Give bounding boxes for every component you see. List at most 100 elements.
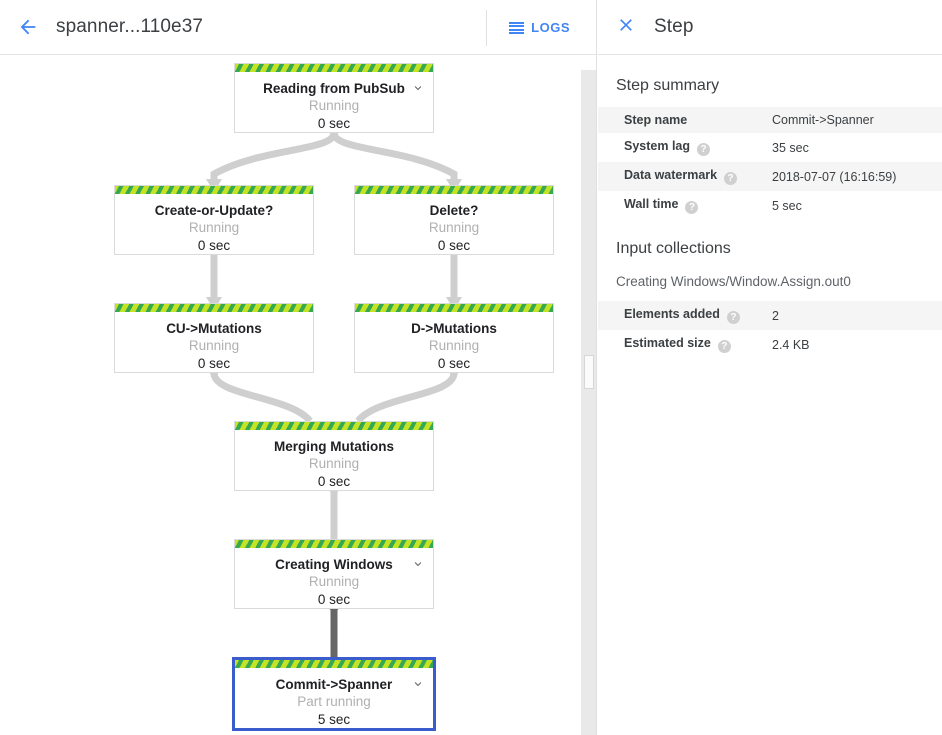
- step-details-pane: Step Step summary Step name Commit->Spann…: [598, 0, 942, 735]
- table-key-label: Step name: [624, 113, 688, 127]
- graph-edges: [206, 127, 462, 657]
- table-cell-value: 2018-07-07 (16:16:59): [772, 169, 897, 184]
- table-row: Elements added?2: [598, 301, 942, 330]
- node-status-stripe: [235, 64, 433, 72]
- close-icon: [616, 15, 636, 40]
- node-elapsed-time: 0 sec: [437, 356, 471, 371]
- node-status: Running: [188, 220, 240, 235]
- node-status-stripe: [355, 186, 553, 194]
- back-button[interactable]: [0, 0, 56, 55]
- input-collection-name: Creating Windows/Window.Assign.out0: [616, 274, 851, 289]
- node-name: Creating Windows: [275, 557, 393, 572]
- table-row: System lag? 35 sec: [598, 133, 942, 162]
- table-row: Wall time?5 sec: [598, 191, 942, 220]
- node-status: Running: [308, 574, 360, 589]
- section-spacer: [598, 220, 942, 238]
- table-key-label: System lag: [624, 139, 691, 153]
- step-summary-heading: Step summary: [616, 77, 720, 94]
- node-elapsed-time: 0 sec: [197, 238, 231, 253]
- input-collections-heading: Input collections: [616, 240, 731, 257]
- node-status: Part running: [297, 694, 371, 709]
- table-cell-key: Step name: [598, 107, 768, 133]
- table-cell-value: Commit->Spanner: [772, 113, 874, 127]
- node-status-stripe: [115, 186, 313, 194]
- table-key-label: Data watermark: [624, 168, 718, 182]
- help-icon[interactable]: ?: [726, 311, 740, 324]
- table-key-label: Elements added: [624, 307, 720, 321]
- node-elapsed-time: 0 sec: [317, 474, 351, 489]
- table-cell-key: Elements added?: [598, 301, 768, 330]
- page-title: spanner...110e37: [56, 16, 204, 37]
- chevron-down-icon[interactable]: [411, 81, 425, 95]
- node-status: Running: [308, 456, 360, 471]
- help-icon[interactable]: ?: [697, 143, 711, 156]
- node-status: Running: [428, 220, 480, 235]
- node-status-stripe: [235, 540, 433, 548]
- table-key-label: Wall time: [624, 197, 679, 211]
- table-cell-value: 35 sec: [772, 140, 809, 155]
- logs-button[interactable]: LOGS: [509, 20, 570, 35]
- graph-node-create-or-update[interactable]: Create-or-Update? Running 0 sec: [114, 185, 314, 255]
- node-name: Create-or-Update?: [154, 203, 274, 218]
- node-elapsed-time: 0 sec: [437, 238, 471, 253]
- node-name: Commit->Spanner: [275, 677, 393, 692]
- help-icon[interactable]: ?: [685, 201, 699, 214]
- node-status-stripe: [235, 422, 433, 430]
- arrow-left-icon: [17, 16, 39, 38]
- node-elapsed-time: 0 sec: [317, 116, 351, 131]
- node-name: Reading from PubSub: [263, 81, 405, 96]
- table-cell-value: 2.4 KB: [772, 337, 810, 352]
- help-icon[interactable]: ?: [724, 172, 738, 185]
- logs-list-icon: [509, 21, 525, 34]
- top-bar-actions: LOGS: [486, 0, 596, 55]
- close-button[interactable]: [598, 0, 654, 55]
- node-elapsed-time: 0 sec: [317, 592, 351, 607]
- chevron-down-icon[interactable]: [411, 557, 425, 571]
- node-name: Merging Mutations: [274, 439, 394, 454]
- table-key-label: Estimated size: [624, 336, 711, 350]
- node-elapsed-time: 5 sec: [317, 712, 351, 727]
- job-graph-pane: spanner...110e37 LOGS: [0, 0, 597, 735]
- help-icon[interactable]: ?: [717, 340, 731, 353]
- table-cell-key: Estimated size?: [598, 330, 768, 359]
- table-row: Estimated size? 2.4 KB: [598, 330, 942, 359]
- step-panel-header: Step: [598, 0, 942, 55]
- graph-node-delete[interactable]: Delete? Running 0 sec: [354, 185, 554, 255]
- graph-scrollbar-track[interactable]: [581, 70, 596, 735]
- node-elapsed-time: 0 sec: [197, 356, 231, 371]
- graph-scrollbar-thumb[interactable]: [584, 355, 594, 389]
- table-cell-key: Wall time?: [598, 191, 768, 220]
- node-status: Running: [428, 338, 480, 353]
- node-body: Delete? Running 0 sec: [355, 194, 553, 265]
- table-cell-key: Data watermark?: [598, 162, 768, 191]
- node-status: Running: [188, 338, 240, 353]
- chevron-down-icon[interactable]: [411, 677, 425, 691]
- node-status-stripe: [235, 660, 433, 668]
- node-name: CU->Mutations: [166, 321, 262, 336]
- node-status-stripe: [355, 304, 553, 312]
- table-row: Data watermark? 2018-07-07 (16:16:59): [598, 162, 942, 191]
- node-body: Create-or-Update? Running 0 sec: [115, 194, 313, 265]
- table-cell-key: System lag?: [598, 133, 768, 162]
- toolbar-divider: [486, 9, 488, 46]
- step-panel-title: Step: [654, 16, 694, 37]
- table-row: Step name Commit->Spanner: [598, 107, 942, 133]
- node-name: Delete?: [429, 203, 479, 218]
